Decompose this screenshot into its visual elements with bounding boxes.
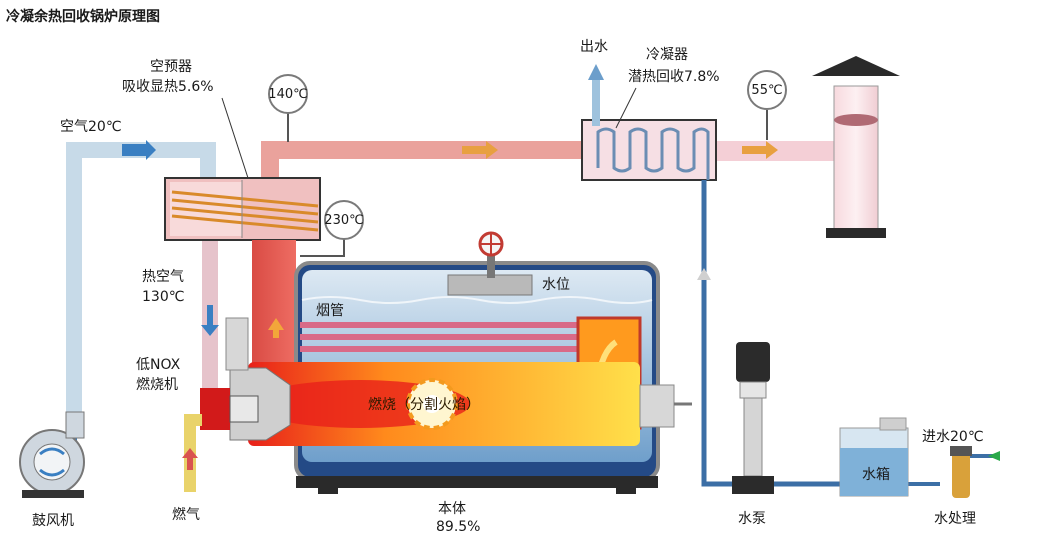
gauge-55: 55℃ xyxy=(747,70,787,110)
flue-up-arrow xyxy=(268,318,284,338)
gas-arrow xyxy=(182,448,198,470)
flue-tubes xyxy=(300,322,582,352)
condenser-name-label: 冷凝器 xyxy=(646,47,688,63)
burner-front xyxy=(200,388,230,430)
water-in-label: 进水20℃ xyxy=(922,429,984,445)
water-level-label: 水位 xyxy=(542,277,570,293)
water-tank xyxy=(839,417,909,497)
body-name-label: 本体 xyxy=(438,501,466,517)
blower-label: 鼓风机 xyxy=(32,513,74,529)
gas-label: 燃气 xyxy=(172,507,200,523)
flue-arrow-2 xyxy=(742,141,778,159)
blower-fan xyxy=(19,411,85,498)
water-in-arrow xyxy=(988,451,1000,461)
tank-label: 水箱 xyxy=(862,467,890,483)
water-out-pipe xyxy=(592,76,600,126)
treatment-label: 水处理 xyxy=(934,511,976,527)
air-flow-arrow xyxy=(122,140,156,160)
water-out-label: 出水 xyxy=(580,39,608,55)
water-return-pipe xyxy=(701,180,870,487)
gauge-230: 230℃ xyxy=(324,200,364,240)
preheater-heat-label: 吸收显热5.6% xyxy=(122,79,214,95)
flue-arrow-1 xyxy=(462,141,498,159)
preheater-name-label: 空预器 xyxy=(150,59,192,75)
water-pump xyxy=(732,342,774,494)
rear-door xyxy=(639,384,675,428)
water-treatment-unit xyxy=(950,446,972,498)
burner-label-1: 低NOX xyxy=(136,357,181,373)
hot-air-temp-label: 130℃ xyxy=(142,289,185,305)
air-20-label: 空气20℃ xyxy=(60,119,122,135)
flue-duct-top xyxy=(261,141,582,180)
pump-label: 水泵 xyxy=(738,511,766,527)
gauge-140: 140℃ xyxy=(268,74,308,114)
water-up-arrow xyxy=(697,268,711,280)
hot-air-label: 热空气 xyxy=(142,269,184,285)
condenser-coil xyxy=(596,127,710,180)
combustion-label: 燃烧（分割火焰） xyxy=(368,397,480,413)
diagram-title: 冷凝余热回收锅炉原理图 xyxy=(6,9,160,25)
hot-air-arrow xyxy=(201,305,219,336)
chimney xyxy=(812,56,900,238)
burner-label-2: 燃烧机 xyxy=(136,377,178,393)
flue-tube-label: 烟管 xyxy=(316,303,344,319)
condenser-heat-label: 潜热回收7.8% xyxy=(628,69,720,85)
flue-riser xyxy=(252,240,296,370)
front-header xyxy=(225,317,249,371)
water-out-arrow xyxy=(588,64,604,80)
body-percent-label: 89.5% xyxy=(436,519,481,535)
